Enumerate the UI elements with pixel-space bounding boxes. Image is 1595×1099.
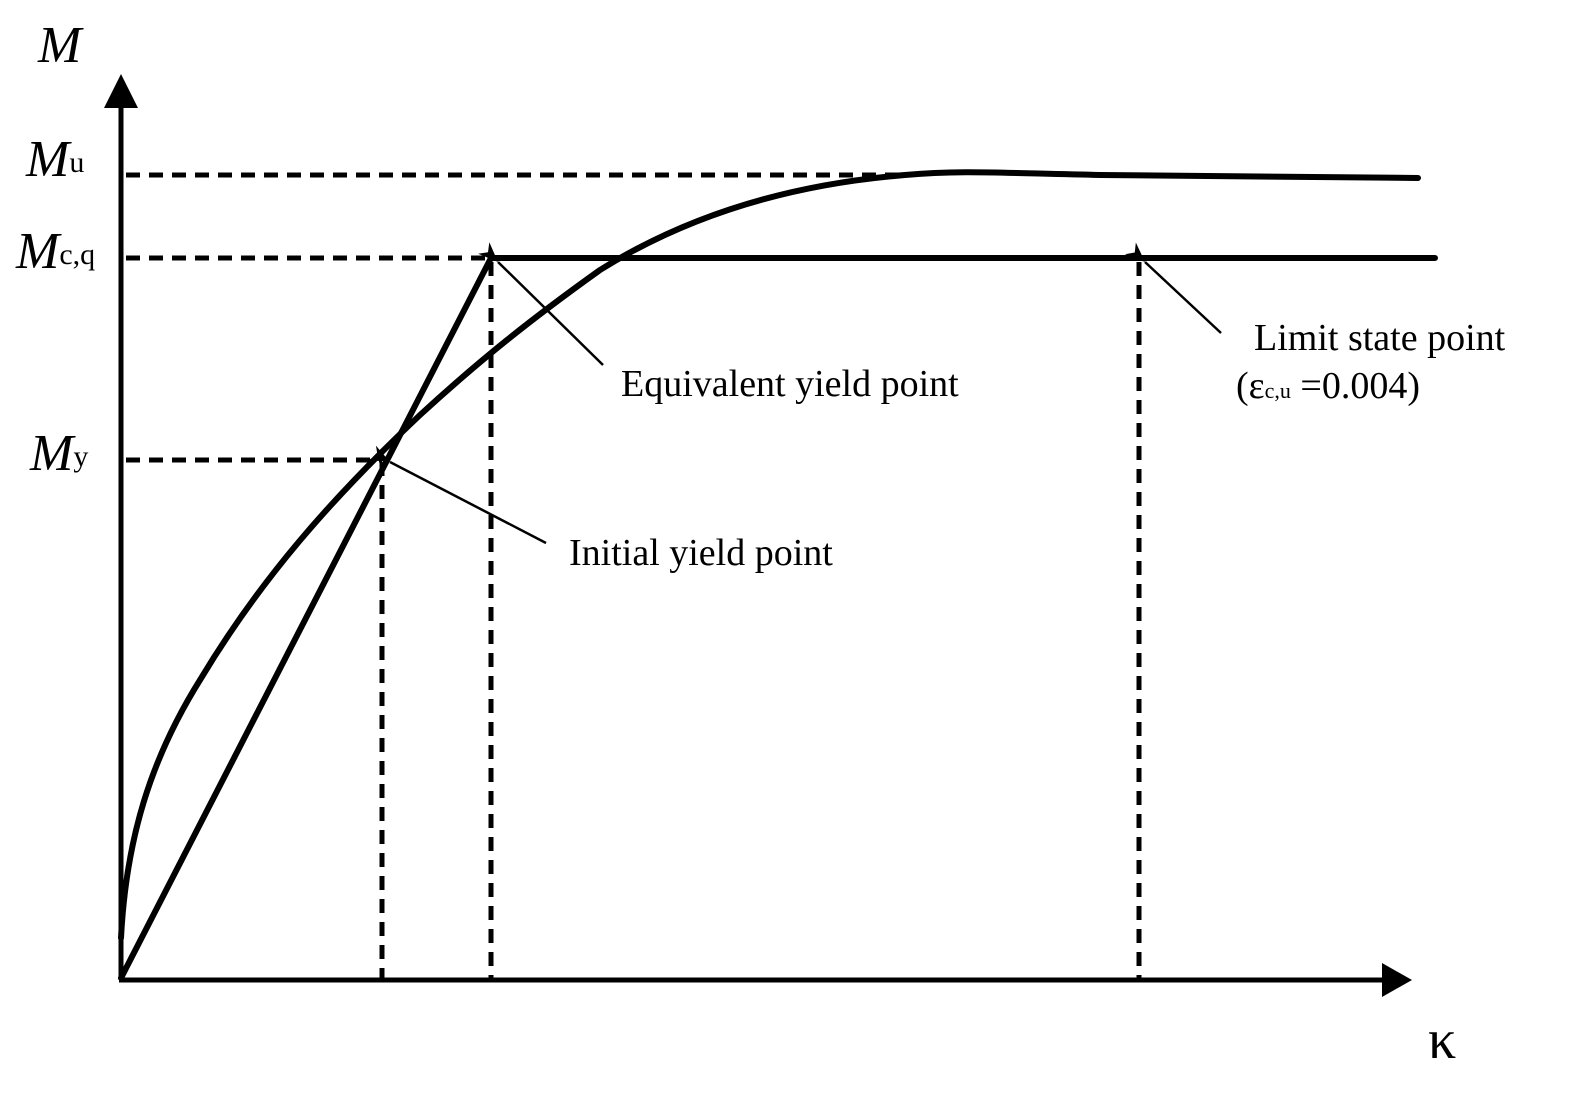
limit-state-condition-sub: c,u xyxy=(1265,378,1291,403)
x-axis-arrowhead xyxy=(1382,963,1412,997)
moment-curvature-curve xyxy=(118,169,1421,941)
mcq-label-sub: c,q xyxy=(59,238,95,271)
initial-yield-label: Initial yield point xyxy=(569,532,833,574)
my-label-main: M xyxy=(29,425,76,482)
initial-yield-leader xyxy=(368,445,547,545)
limit-state-condition: (εc,u =0.004) xyxy=(1236,365,1420,407)
my-label: My xyxy=(29,425,88,482)
equivalent-yield-leader xyxy=(478,242,604,366)
limit-state-condition-open: ( xyxy=(1236,365,1249,407)
y-axis-arrowhead xyxy=(104,74,138,108)
mu-label-sub: u xyxy=(69,146,84,179)
mcq-label-main: M xyxy=(15,223,62,280)
y-axis-symbol: M xyxy=(37,17,84,74)
limit-state-label: Limit state point xyxy=(1254,317,1506,359)
mcq-label: Mc,q xyxy=(15,223,95,280)
mu-label-main: M xyxy=(25,131,72,188)
x-axis-symbol: κ xyxy=(1428,1009,1456,1071)
limit-state-condition-symbol: ε xyxy=(1249,365,1265,407)
mu-label: Mu xyxy=(25,131,84,188)
limit-state-condition-value: =0.004) xyxy=(1291,365,1420,407)
equivalent-yield-label: Equivalent yield point xyxy=(621,363,959,405)
my-label-sub: y xyxy=(73,440,88,473)
limit-state-leader xyxy=(1124,242,1222,334)
